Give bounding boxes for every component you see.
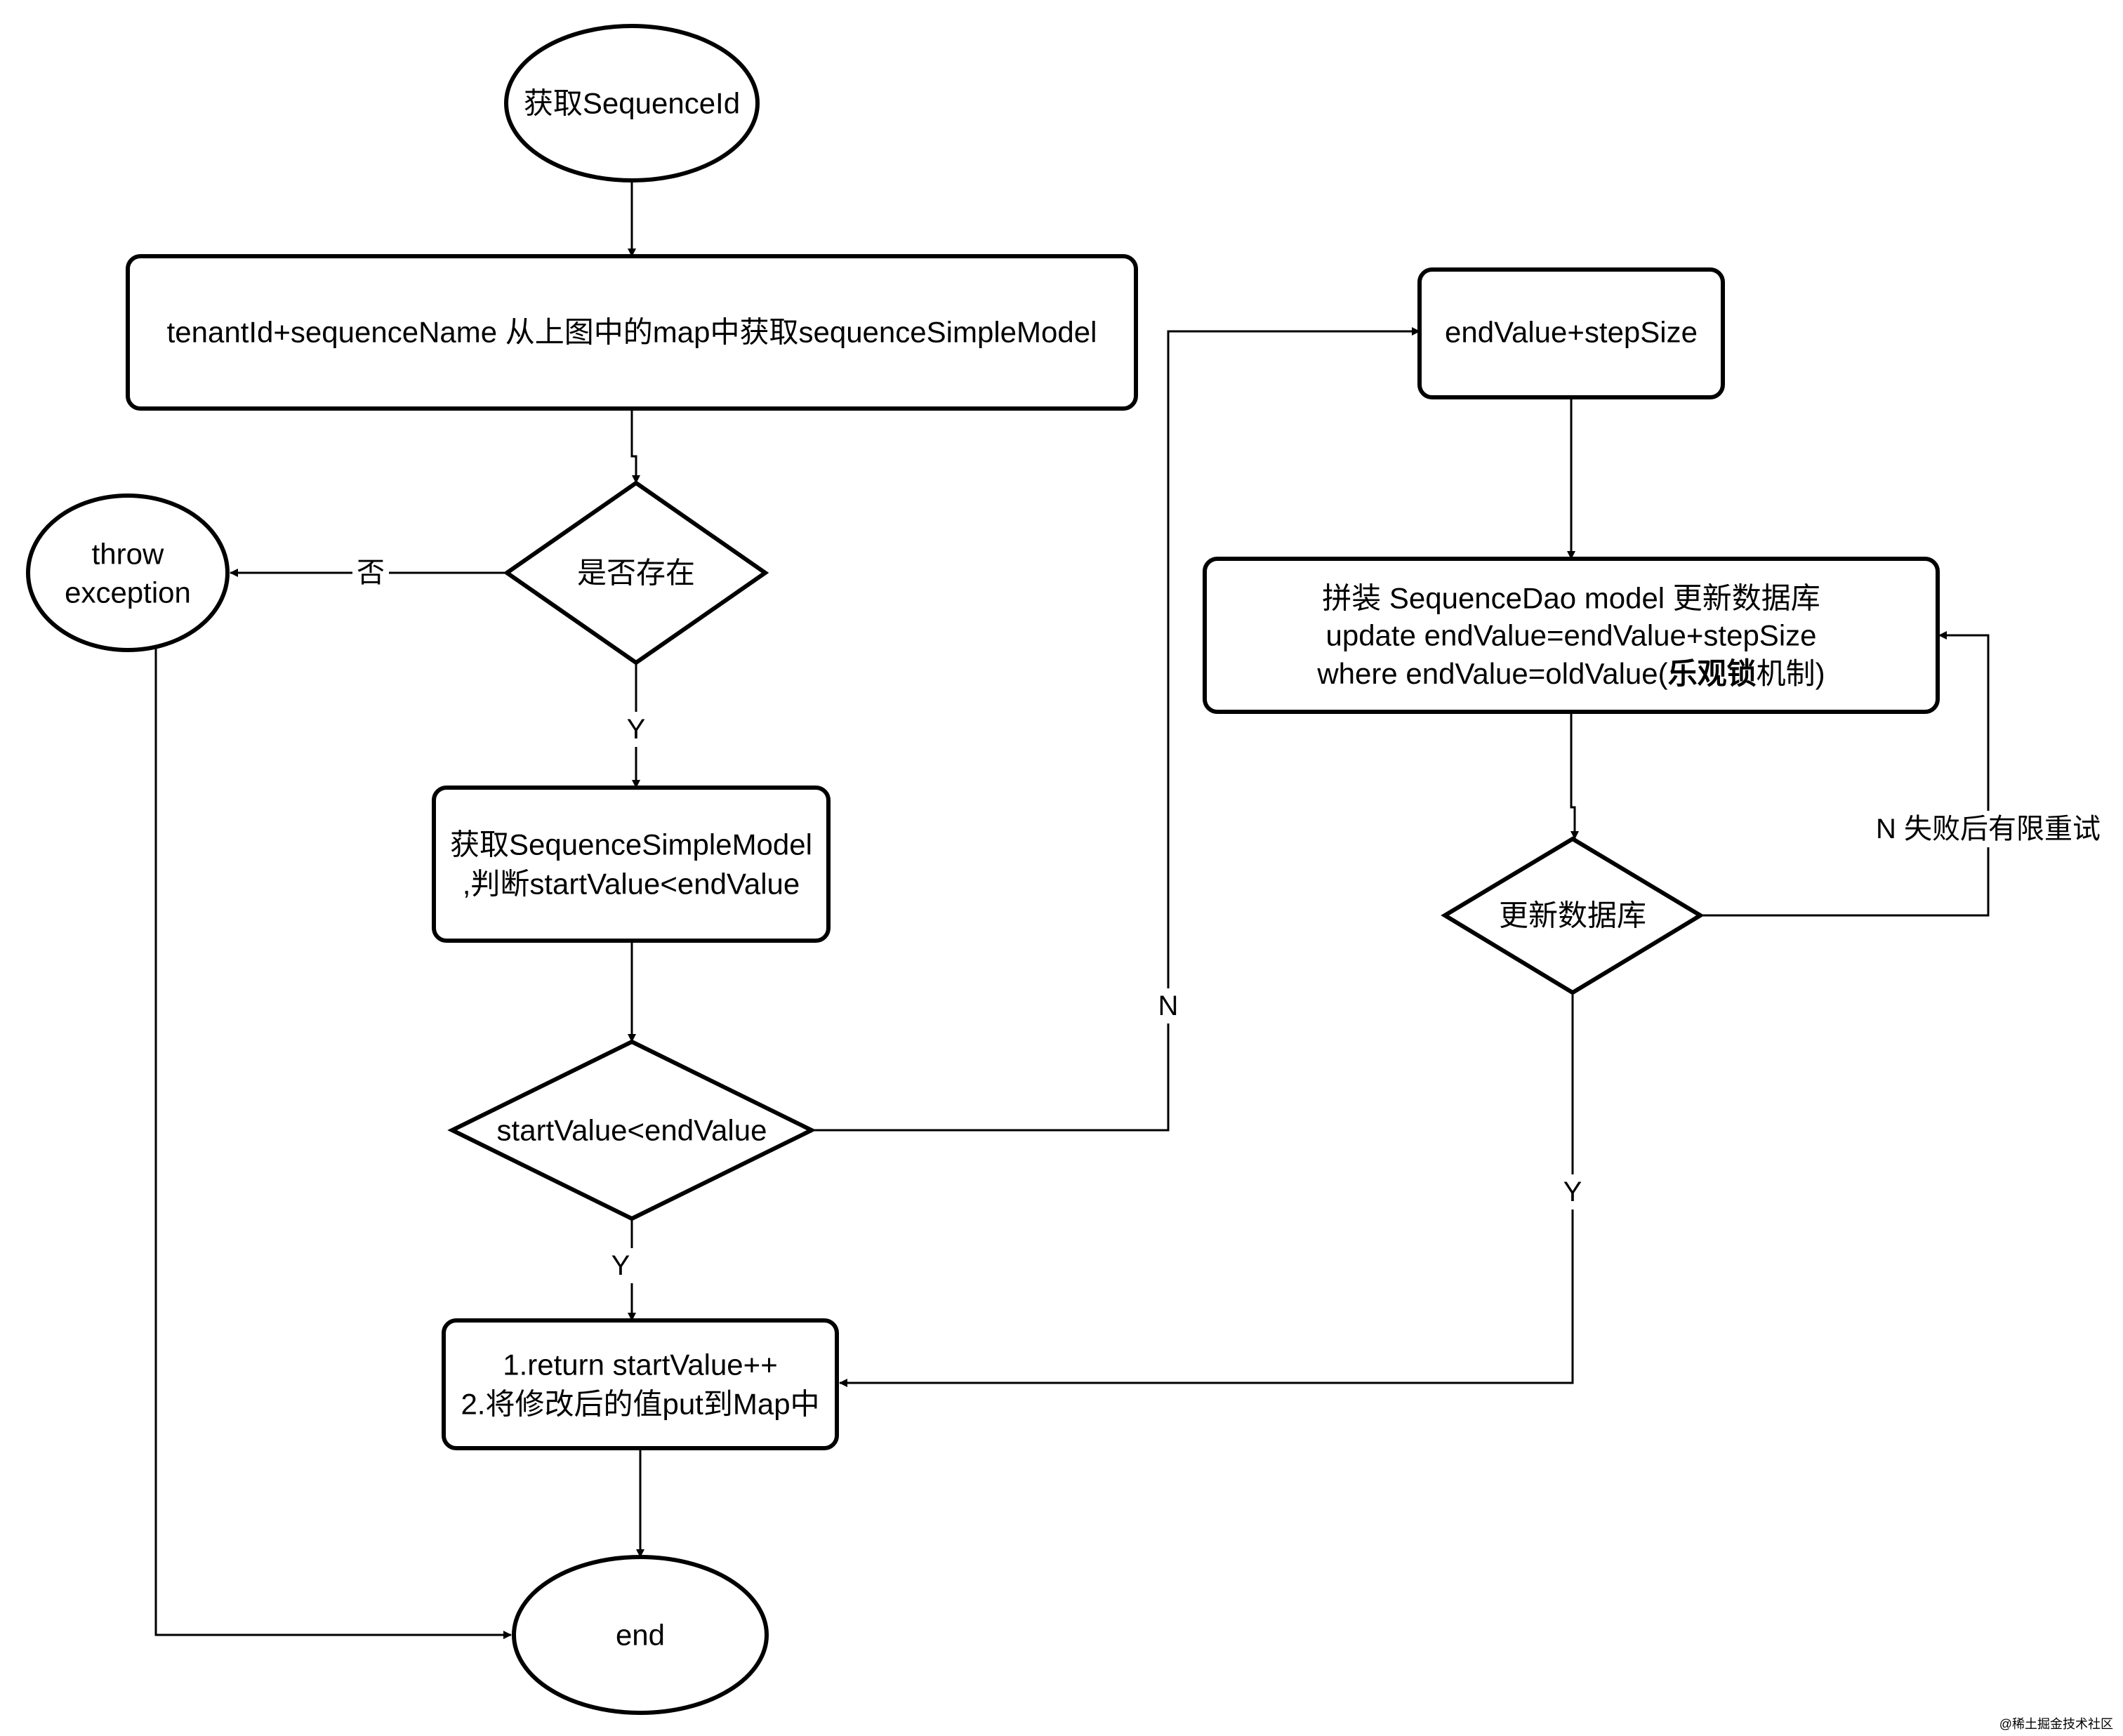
lookup-label: tenantId+sequenceName 从上图中的map中获取sequenc… [167, 316, 1097, 349]
assemble-process-box [1203, 557, 1940, 714]
label-compare-no: N [1158, 990, 1179, 1021]
edge-compare-to-step [812, 327, 1420, 1132]
throw-terminal-shape [26, 493, 230, 652]
start-terminal-shape [504, 24, 760, 183]
label-not-exists: 否 [357, 557, 385, 588]
return-label-line1: 1.return startValue++ [503, 1349, 777, 1381]
assemble-line3-prefix: where endValue=oldValue( [1316, 657, 1667, 690]
label-exists-yes: Y [627, 714, 646, 745]
return-process-box [442, 1318, 839, 1450]
edge-lookup-to-exists [630, 409, 640, 484]
edge-updatedb-retry [1700, 631, 1990, 917]
get-model-label-line1: 获取SequenceSimpleModel [450, 828, 812, 861]
node-start: 获取SequenceId [504, 24, 760, 183]
end-label: end [616, 1619, 665, 1652]
node-throw: throw exception [26, 493, 230, 652]
step-label: endValue+stepSize [1445, 316, 1698, 349]
node-end: end [512, 1555, 769, 1715]
node-return: 1.return startValue++ 2.将修改后的值put到Map中 [442, 1318, 839, 1450]
watermark: @稀土掘金技术社区 [1999, 1717, 2113, 1731]
node-get-model: 获取SequenceSimpleModel ,判断startValue<endV… [432, 786, 831, 943]
throw-label-line1: throw [92, 538, 164, 571]
step-process-box [1417, 267, 1725, 399]
lookup-process-box [126, 254, 1138, 411]
assemble-label-line1: 拼装 SequenceDao model 更新数据库 [1322, 582, 1820, 615]
get-model-process-box [432, 786, 831, 943]
exists-label: 是否存在 [577, 557, 695, 590]
update-db-label: 更新数据库 [1499, 899, 1646, 932]
edge-labels: 否 Y Y N Y N 失败后有限重试 [352, 555, 2101, 1283]
compare-decision-shape [447, 1039, 816, 1221]
update-db-decision-shape [1441, 836, 1705, 995]
compare-label: startValue<endValue [497, 1114, 767, 1147]
end-terminal-shape [512, 1555, 769, 1715]
start-label: 获取SequenceId [524, 87, 740, 120]
label-update-yes: Y [1563, 1177, 1582, 1207]
throw-label-line2: exception [65, 576, 191, 609]
exists-decision-shape [503, 480, 769, 665]
node-update-db: 更新数据库 [1441, 836, 1705, 995]
edge-updatedb-to-return [839, 993, 1574, 1387]
edge-throw-to-end [154, 649, 512, 1639]
node-lookup: tenantId+sequenceName 从上图中的map中获取sequenc… [126, 254, 1138, 411]
node-exists: 是否存在 [503, 480, 769, 665]
label-update-retry: N 失败后有限重试 [1876, 814, 2101, 844]
label-compare-yes: Y [611, 1250, 630, 1281]
return-label-line2: 2.将修改后的值put到Map中 [461, 1388, 819, 1421]
node-assemble: 拼装 SequenceDao model 更新数据库 update endVal… [1203, 557, 1940, 714]
assemble-line3-bold: 乐观锁 [1668, 657, 1757, 690]
node-compare: startValue<endValue [447, 1039, 816, 1221]
edge-assemble-to-updatedb [1570, 712, 1579, 840]
node-step: endValue+stepSize [1417, 267, 1725, 399]
assemble-label-line3: where endValue=oldValue(乐观锁机制) [1316, 657, 1825, 690]
assemble-line3-suffix: 机制) [1757, 657, 1825, 690]
assemble-label-line2: update endValue=endValue+stepSize [1325, 619, 1816, 652]
edges [154, 180, 1990, 1639]
get-model-label-line2: ,判断startValue<endValue [463, 868, 800, 901]
